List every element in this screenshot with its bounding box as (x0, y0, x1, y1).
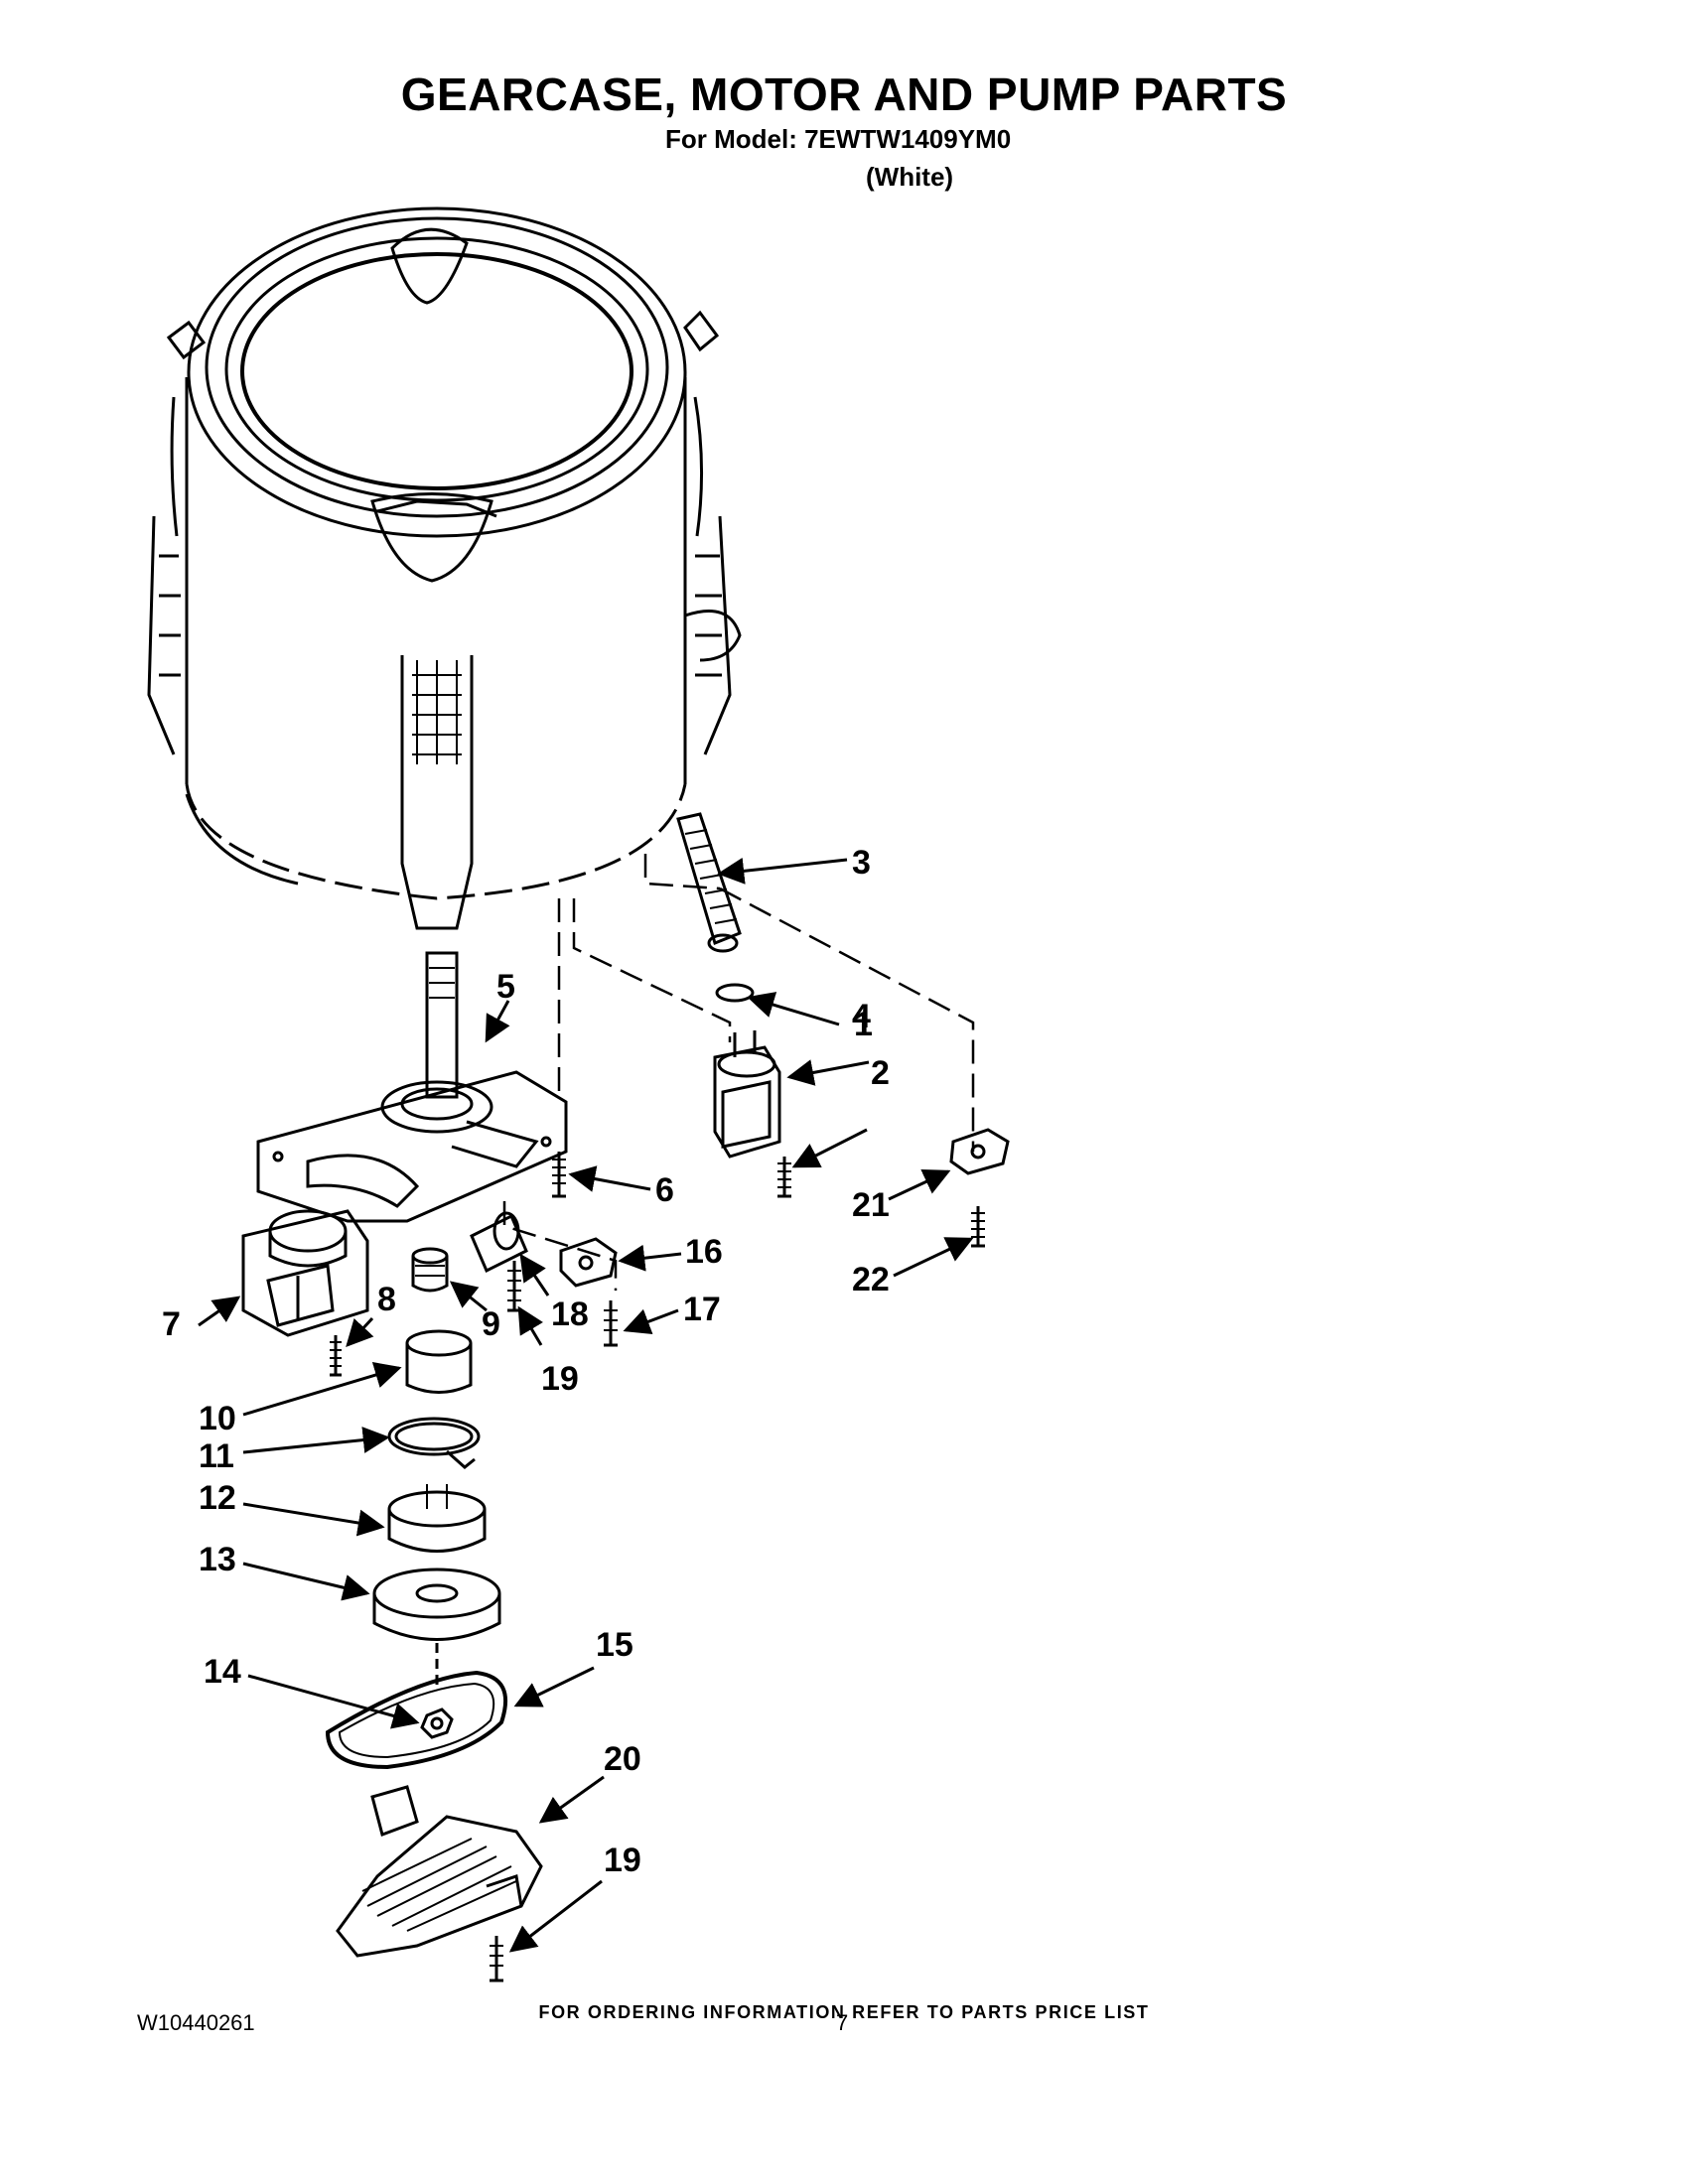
leader-lines (198, 857, 974, 1953)
callout-5: 5 (496, 968, 515, 1006)
callout-3: 3 (852, 844, 871, 882)
motor (241, 1209, 369, 1337)
ordering-note: FOR ORDERING INFORMATION REFER TO PARTS … (538, 2002, 1150, 2022)
callout-7: 7 (162, 1305, 181, 1343)
drain-pump (676, 812, 791, 1198)
callout-15: 15 (596, 1626, 633, 1664)
callout-19-lower: 19 (604, 1842, 641, 1879)
callout-16: 16 (685, 1233, 723, 1271)
callout-17: 17 (683, 1291, 721, 1328)
callout-14: 14 (204, 1653, 241, 1691)
callout-20: 20 (604, 1740, 641, 1778)
gearcase-assembly (256, 951, 568, 1223)
callout-8: 8 (377, 1281, 396, 1318)
callout-18: 18 (551, 1296, 589, 1333)
color-line: (White) (866, 162, 954, 192)
callout-21: 21 (852, 1186, 890, 1224)
callout-12: 12 (199, 1479, 236, 1517)
outer-tub (147, 206, 742, 930)
callout-10: 10 (199, 1400, 236, 1437)
page-number: 7 (836, 2010, 849, 2035)
callout-19-upper: 19 (541, 1360, 579, 1398)
pump-bracket (949, 1128, 1010, 1248)
motor-shield (336, 1785, 543, 1982)
callout-6: 6 (655, 1171, 674, 1209)
callout-13: 13 (199, 1541, 236, 1578)
callout-4: 4 (852, 998, 871, 1035)
pulley-stack (325, 1247, 507, 1770)
callout-1: 1 (854, 1006, 873, 1043)
callout-9: 9 (482, 1305, 500, 1343)
callout-2: 2 (871, 1054, 890, 1092)
callout-11: 11 (199, 1437, 234, 1475)
document-number: W10440261 (137, 2010, 255, 2035)
page-title: GEARCASE, MOTOR AND PUMP PARTS (400, 68, 1288, 120)
assembly-lines (502, 854, 975, 1291)
model-line: For Model: 7EWTW1409YM0 (665, 124, 1012, 154)
callout-labels: 1 2 3 4 5 6 7 8 9 10 11 12 13 14 15 16 1… (162, 844, 890, 1879)
callout-22: 22 (852, 1261, 890, 1298)
